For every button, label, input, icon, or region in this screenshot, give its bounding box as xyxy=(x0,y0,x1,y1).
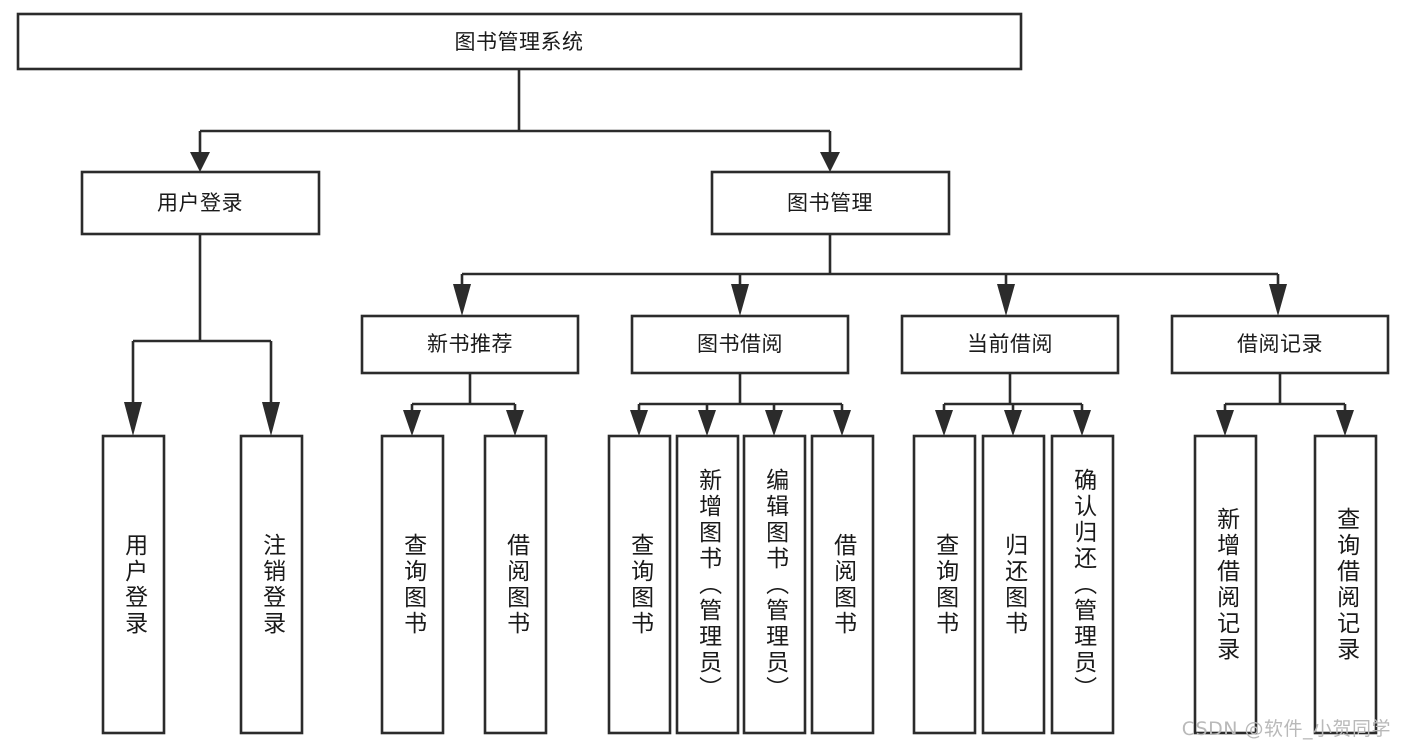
arrowhead-currentborrow-leaf3 xyxy=(1073,410,1091,436)
node-root-box[interactable] xyxy=(16,12,1023,71)
leaf-box-borrow-records-1[interactable] xyxy=(1193,434,1258,735)
leaf-box-current-borrow-3[interactable] xyxy=(1050,434,1115,735)
arrowhead-bookborrow xyxy=(731,284,749,316)
node-book-manage-box[interactable] xyxy=(710,170,951,236)
arrowhead-user-login xyxy=(190,152,210,172)
leaf-box-new-book-2[interactable] xyxy=(483,434,548,735)
node-current-borrow-label: 当前借阅 xyxy=(967,332,1053,356)
node-borrow-records-label: 借阅记录 xyxy=(1237,332,1323,356)
node-user-login-label: 用户登录 xyxy=(157,191,243,215)
arrowhead-bookborrow-leaf2 xyxy=(698,410,716,436)
arrowhead-borrowrecords-leaf2 xyxy=(1336,410,1354,436)
arrowhead-currentborrow-leaf1 xyxy=(935,410,953,436)
node-user-login[interactable]: 用户登录 xyxy=(80,170,321,236)
node-root-label: 图书管理系统 xyxy=(455,30,584,54)
node-book-borrow-box[interactable] xyxy=(630,314,850,375)
arrowhead-bookborrow-leaf3 xyxy=(765,410,783,436)
arrowhead-userlogin-leaf1 xyxy=(124,402,142,436)
node-new-book-recommend-label: 新书推荐 xyxy=(427,332,513,356)
leaf-box-book-borrow-1[interactable] xyxy=(607,434,672,735)
leaf-box-book-borrow-2[interactable] xyxy=(675,434,740,735)
node-user-login-box[interactable] xyxy=(80,170,321,236)
arrowhead-userlogin-leaf2 xyxy=(262,402,280,436)
node-current-borrow-box[interactable] xyxy=(900,314,1120,375)
arrowhead-borrowrecords xyxy=(1269,284,1287,316)
arrowhead-bookborrow-leaf1 xyxy=(630,410,648,436)
leaf-box-new-book-1[interactable] xyxy=(380,434,445,735)
leaf-box-book-borrow-4[interactable] xyxy=(810,434,875,735)
node-root[interactable]: 图书管理系统 xyxy=(16,12,1023,71)
leaf-box-user-login-1[interactable] xyxy=(101,434,166,735)
leaf-box-current-borrow-1[interactable] xyxy=(912,434,977,735)
node-book-borrow-label: 图书借阅 xyxy=(697,332,783,356)
arrowhead-book-manage xyxy=(820,152,840,172)
arrowhead-borrowrecords-leaf1 xyxy=(1216,410,1234,436)
node-new-book-recommend-box[interactable] xyxy=(360,314,580,375)
node-book-borrow[interactable]: 图书借阅 xyxy=(630,314,850,375)
edges-group xyxy=(124,69,1354,436)
leaf-box-book-borrow-3[interactable] xyxy=(742,434,807,735)
arrowhead-bookborrow-leaf4 xyxy=(833,410,851,436)
node-borrow-records-box[interactable] xyxy=(1170,314,1390,375)
arrowhead-currentborrow-leaf2 xyxy=(1004,410,1022,436)
leaf-box-borrow-records-2[interactable] xyxy=(1313,434,1378,735)
node-borrow-records[interactable]: 借阅记录 xyxy=(1170,314,1390,375)
node-new-book-recommend[interactable]: 新书推荐 xyxy=(360,314,580,375)
node-current-borrow[interactable]: 当前借阅 xyxy=(900,314,1120,375)
arrowhead-newbook-leaf2 xyxy=(506,410,524,436)
node-book-manage-label: 图书管理 xyxy=(787,191,873,215)
leaf-box-user-login-2[interactable] xyxy=(239,434,304,735)
leaf-box-current-borrow-2[interactable] xyxy=(981,434,1046,735)
arrowhead-currentborrow xyxy=(997,284,1015,316)
arrowhead-newbook xyxy=(453,284,471,316)
node-book-manage[interactable]: 图书管理 xyxy=(710,170,951,236)
arrowhead-newbook-leaf1 xyxy=(403,410,421,436)
watermark-text: CSDN @软件_小贺同学 xyxy=(1181,718,1391,740)
